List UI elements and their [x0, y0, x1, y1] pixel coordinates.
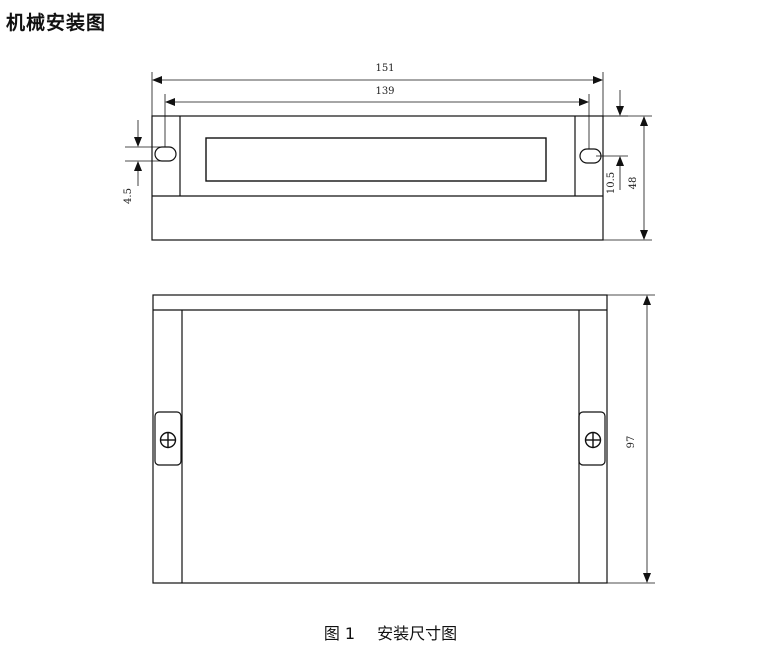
dim-label-height: 48 — [628, 177, 639, 190]
right-screw-icon — [584, 431, 602, 449]
dim-label-hole-spacing: 139 — [375, 86, 394, 97]
front-view-outline — [152, 294, 608, 584]
figure-number: 图 1 — [323, 624, 356, 643]
front-view: 97 — [152, 294, 655, 584]
dim-label-overall-width: 151 — [375, 63, 394, 74]
top-view-display-window — [205, 137, 547, 182]
page-title: 机械安装图 — [6, 12, 107, 34]
left-screw-tab — [154, 411, 182, 466]
dim-label-length: 97 — [626, 436, 637, 449]
right-screw-tab — [578, 411, 606, 466]
dim-label-hole-offset-left: 4.5 — [123, 188, 134, 204]
top-view: 151 139 4.5 10.5 48 — [123, 63, 652, 241]
left-mounting-slot — [154, 146, 177, 162]
figure-caption-text: 安装尺寸图 — [377, 624, 458, 643]
left-screw-icon — [159, 431, 177, 449]
top-view-outline — [151, 115, 604, 241]
dim-label-hole-offset-right: 10.5 — [606, 172, 617, 194]
figure-caption: 图 1 安装尺寸图 — [0, 620, 781, 644]
